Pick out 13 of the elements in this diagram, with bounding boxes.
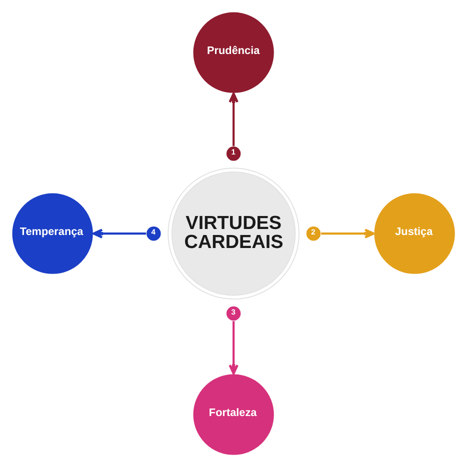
node-circle: Fortaleza (192, 373, 275, 456)
node-circle: 2 (305, 226, 322, 242)
arrow (321, 228, 375, 238)
node-circle: 1 (226, 146, 242, 162)
node-circle: Temperança (11, 192, 94, 275)
arrow (92, 228, 146, 238)
node-circle: VIRTUDES CARDEAIS (168, 168, 300, 300)
node-circle: Justiça (373, 192, 456, 275)
node-circle: Prudência (192, 11, 275, 94)
node-circle: 4 (146, 226, 162, 242)
arrow (228, 92, 238, 146)
arrow (228, 321, 238, 375)
node-circle: 3 (226, 305, 242, 322)
